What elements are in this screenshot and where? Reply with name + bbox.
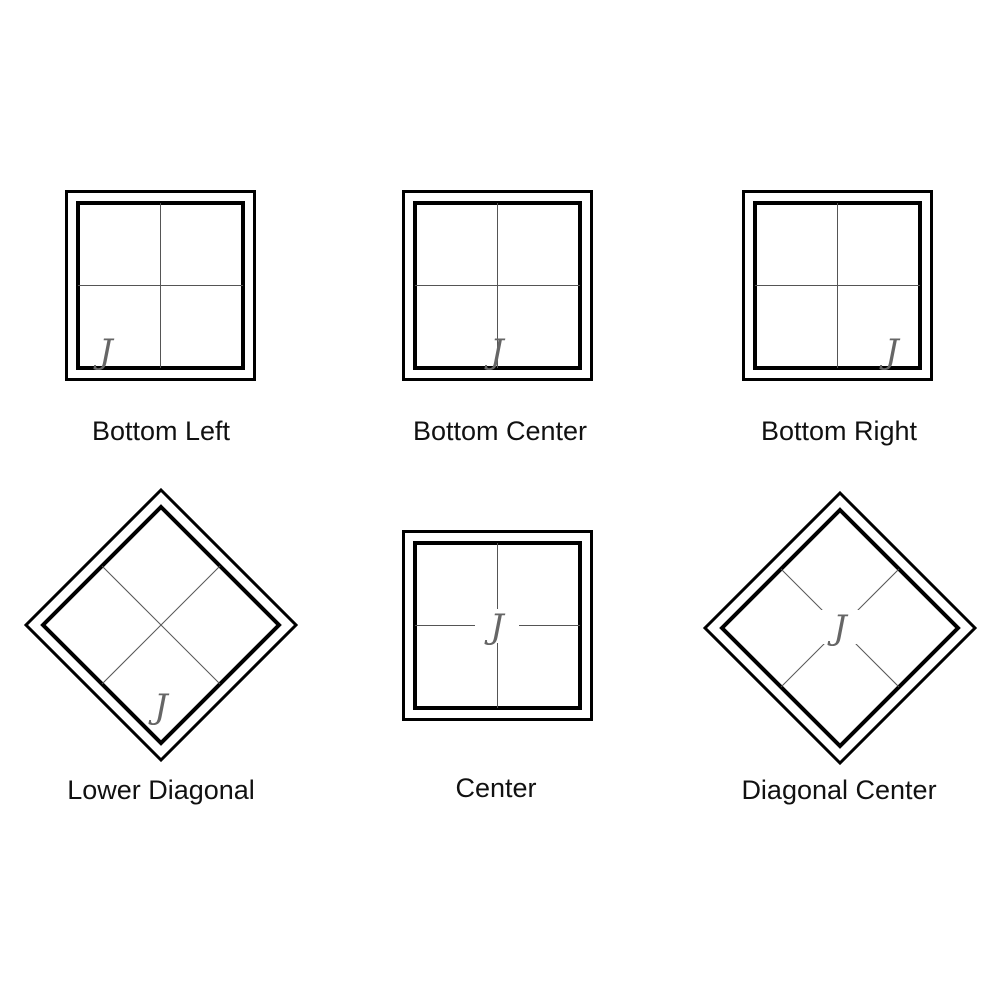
napkin-bottom-right: J (742, 190, 933, 381)
napkin-diagonal-center: J (702, 490, 978, 766)
napkin-lower-diagonal: J (23, 487, 299, 763)
monogram-icon: J (879, 332, 901, 372)
monogram-icon: J (93, 332, 115, 372)
option-label: Bottom Left (91, 416, 231, 446)
option-label: Bottom Right (760, 416, 918, 446)
option-label: Diagonal Center (741, 775, 937, 805)
napkin-center: J (402, 530, 593, 721)
monogram-icon: J (484, 332, 506, 372)
option-label: Lower Diagonal (67, 775, 255, 805)
option-label: Bottom Center (412, 416, 588, 446)
option-label: Center (455, 773, 537, 803)
napkin-bottom-center: J (402, 190, 593, 381)
monogram-icon: J (827, 608, 849, 648)
napkin-bottom-left: J (65, 190, 256, 381)
monogram-icon: J (148, 687, 170, 727)
monogram-icon: J (484, 607, 506, 647)
